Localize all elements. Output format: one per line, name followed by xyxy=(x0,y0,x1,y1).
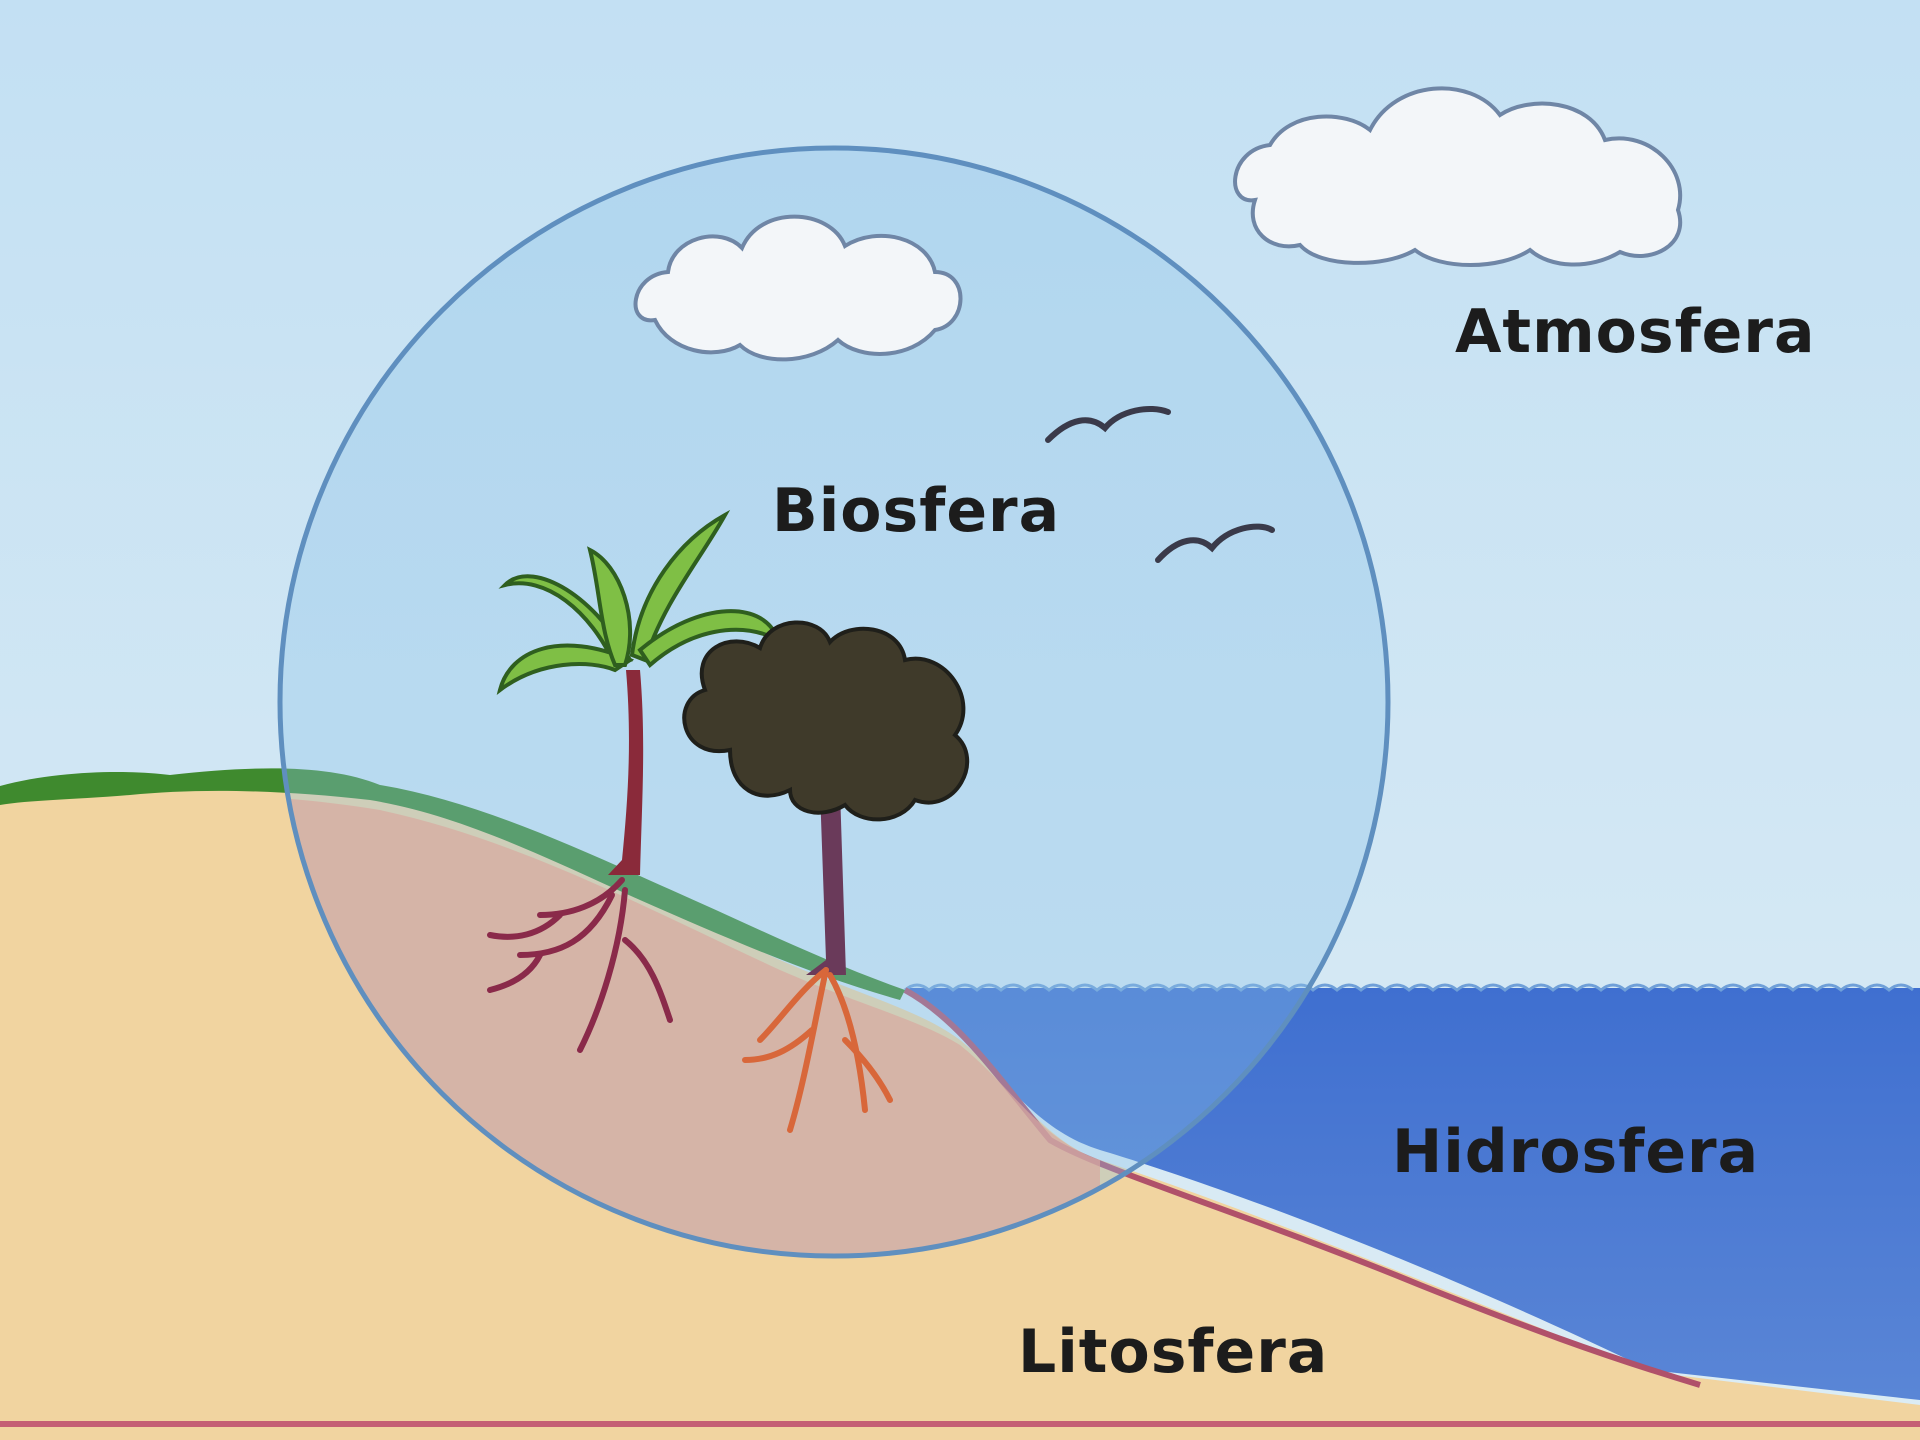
label-atmosfera: Atmosfera xyxy=(1455,302,1815,362)
label-biosfera: Biosfera xyxy=(772,481,1060,541)
label-litosfera: Litosfera xyxy=(1018,1322,1328,1382)
label-hidrosfera: Hidrosfera xyxy=(1392,1122,1759,1182)
